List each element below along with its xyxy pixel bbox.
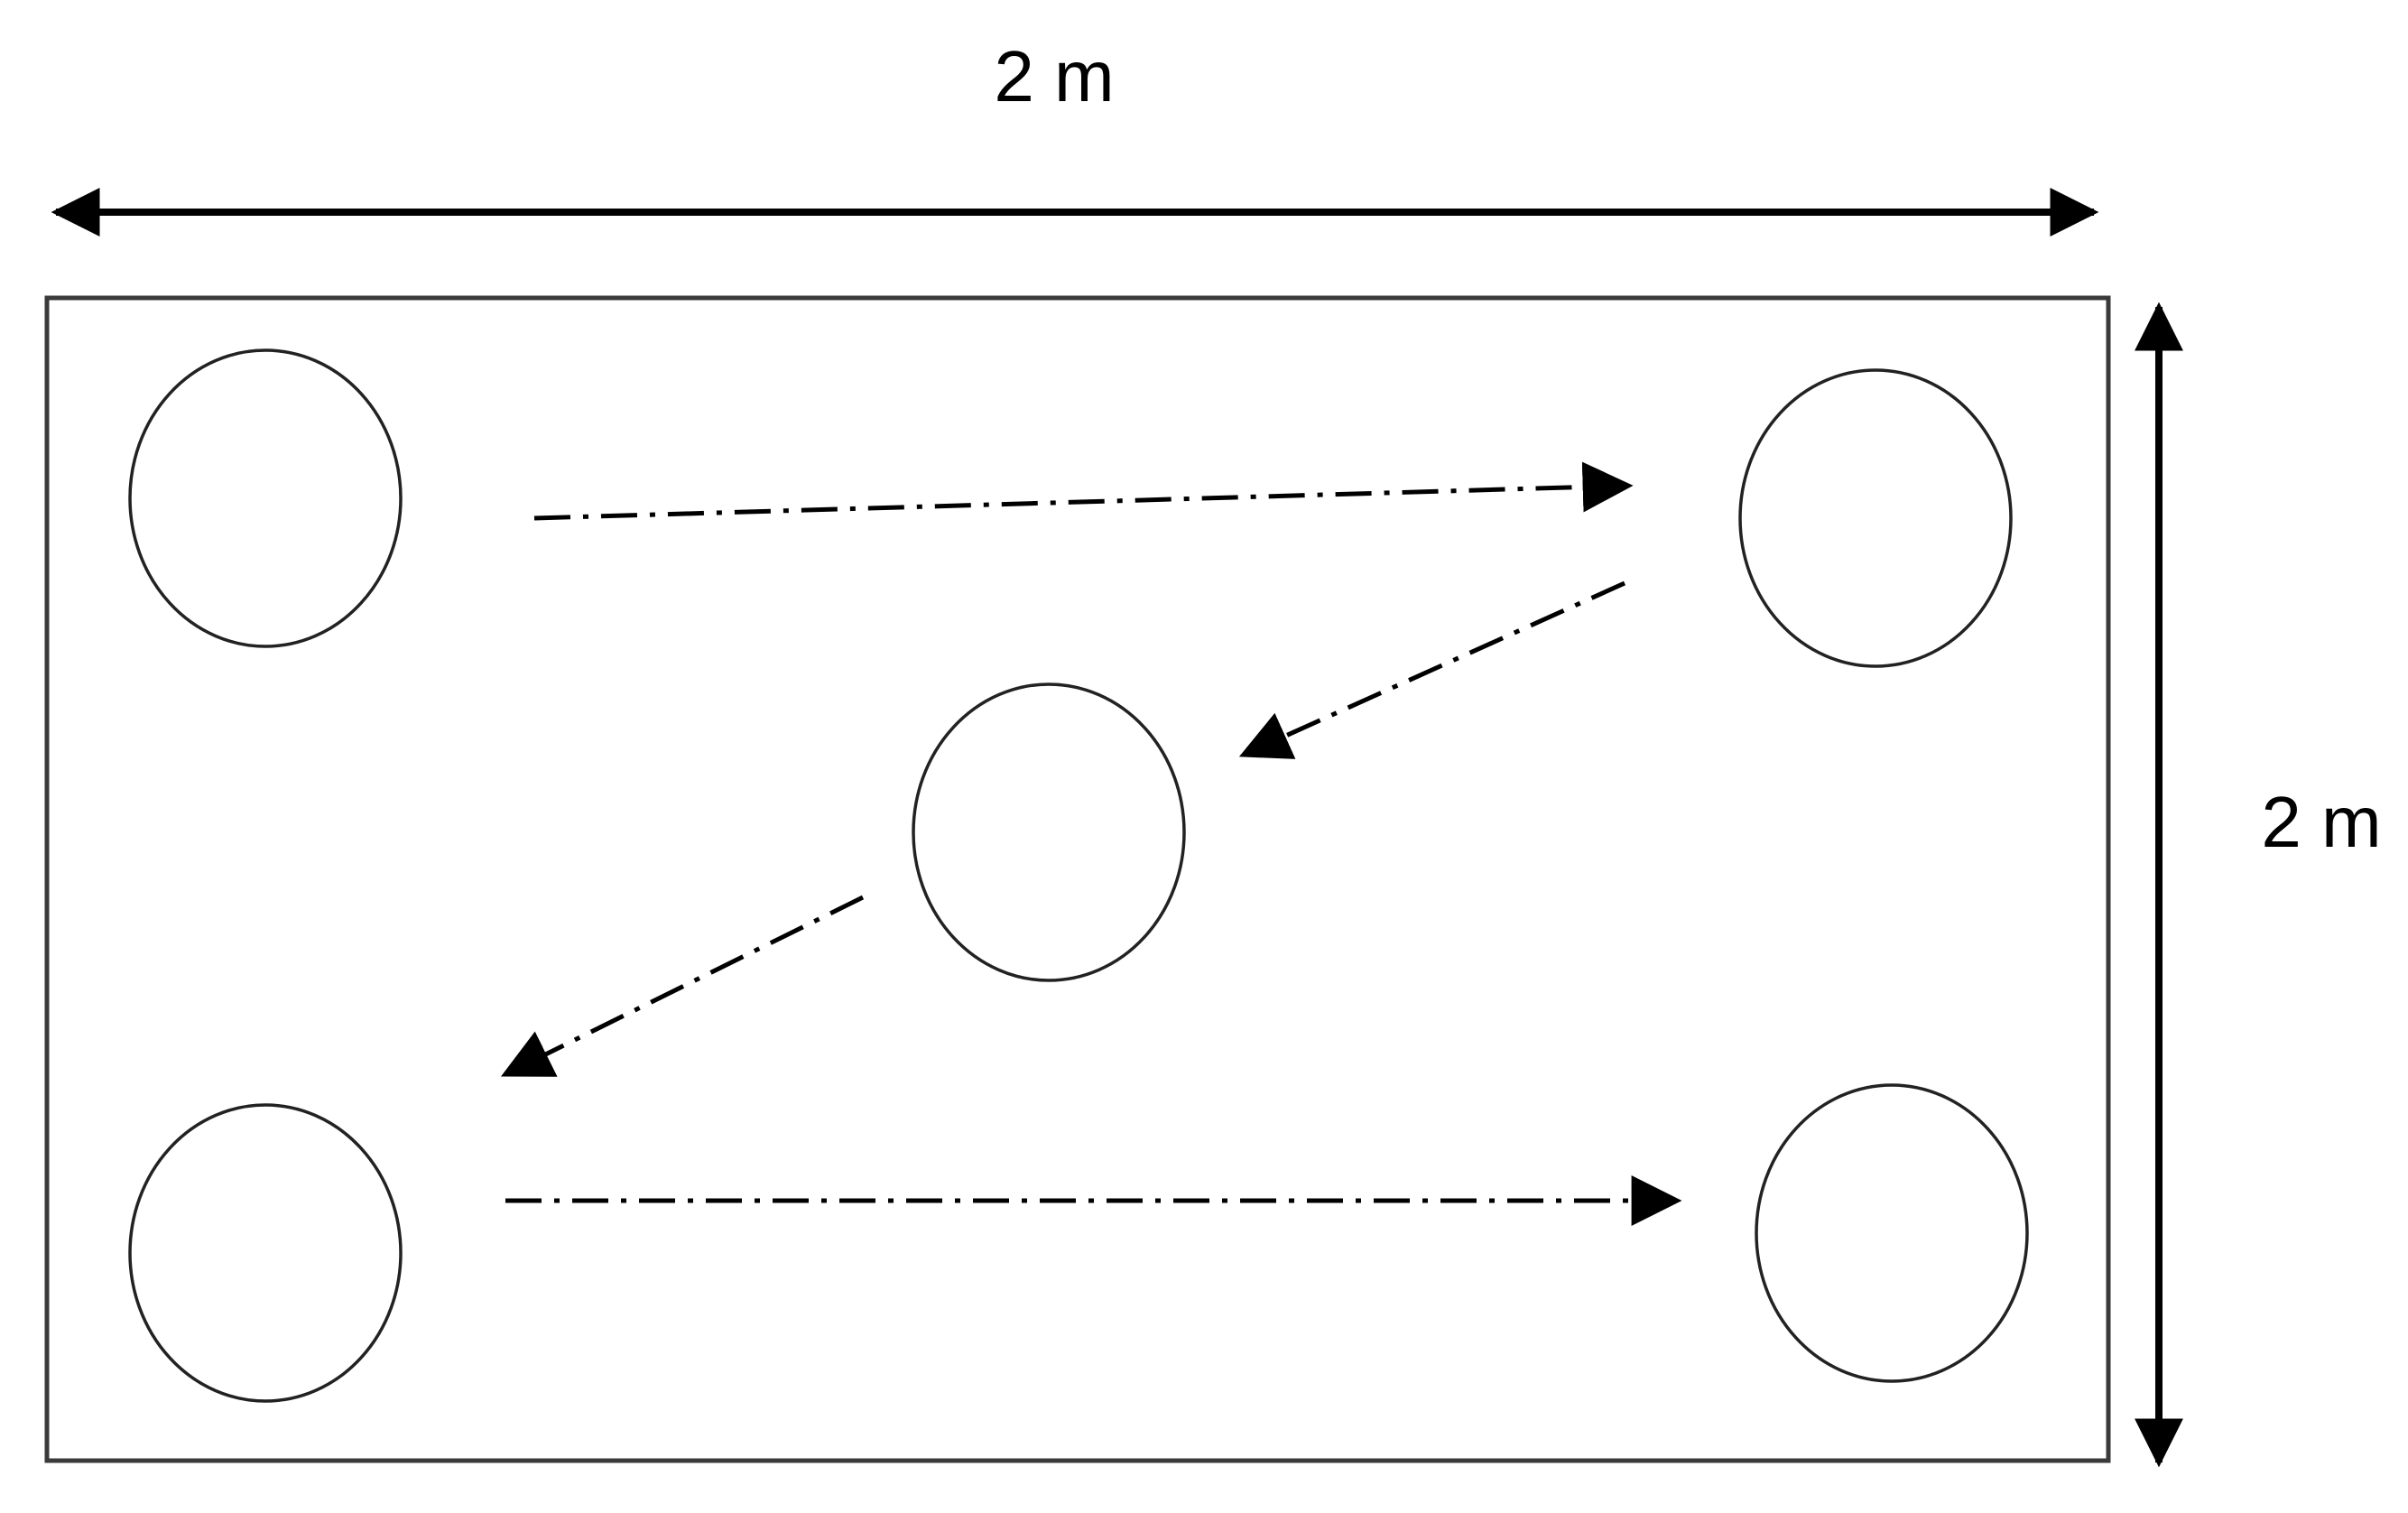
station-bottom-left (128, 1103, 403, 1403)
station-bottom-right (1755, 1083, 2029, 1383)
station-top-left (128, 348, 403, 648)
height-dimension: 2 m (2135, 302, 2382, 1468)
width-dimension: 2 m (51, 36, 2099, 237)
path-arrow-top-right-to-center (1238, 580, 1626, 759)
width-dimension-label: 2 m (994, 36, 1114, 116)
path-arrow-top-left-to-top-right (533, 461, 1634, 521)
area-boundary (44, 295, 2111, 1463)
station-top-right (1738, 368, 2013, 668)
station-center (912, 682, 1186, 982)
path-arrow-center-to-bottom-left (500, 895, 865, 1077)
height-dimension-label: 2 m (2261, 782, 2381, 862)
